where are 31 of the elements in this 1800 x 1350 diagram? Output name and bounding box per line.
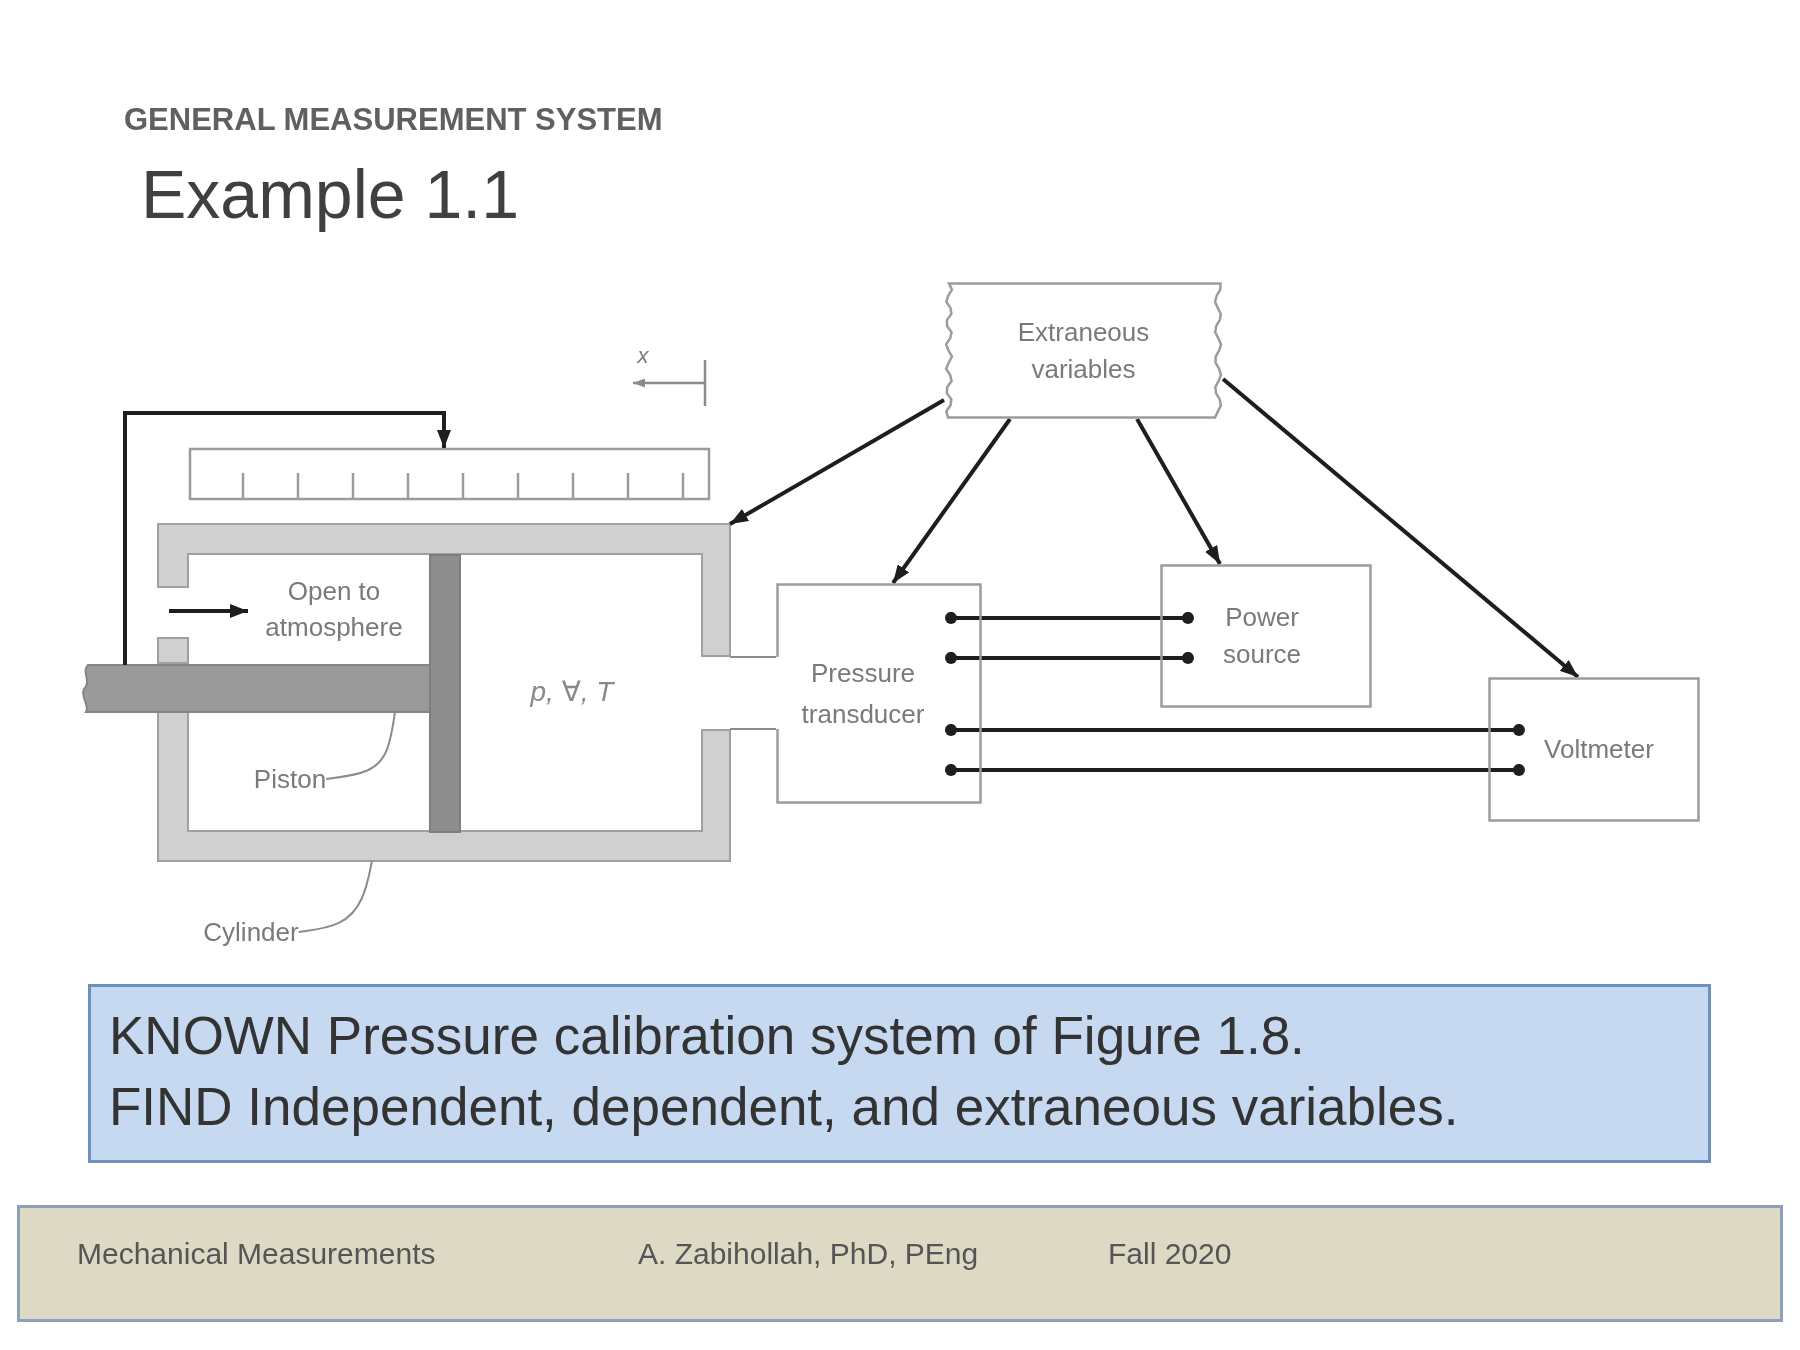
- statement-box: [88, 984, 1711, 1163]
- statement-text: FIND Independent, dependent, and extraneous variables.: [109, 1076, 1459, 1138]
- block-label: Power source: [1221, 601, 1302, 671]
- block-label: Voltmeter: [1544, 733, 1654, 766]
- part-label: Piston: [253, 766, 327, 792]
- section-header: GENERAL MEASUREMENT SYSTEM: [124, 104, 663, 135]
- leader-line: [297, 860, 373, 933]
- footer-band: [17, 1205, 1783, 1322]
- variable-label: x: [637, 345, 649, 367]
- arrow: [1221, 377, 1580, 679]
- block-label: Extraneous variables: [1016, 315, 1151, 386]
- tube: [729, 656, 777, 730]
- part-label: Cylinder: [203, 919, 299, 945]
- piston: [80, 553, 462, 833]
- block-label: Pressure transducer: [800, 656, 926, 731]
- footer-text: A. Zabihollah, PhD, PEng: [638, 1239, 979, 1269]
- statement-text: KNOWN Pressure calibration system of Figure 1.8.: [109, 1005, 1305, 1067]
- arrow: [1135, 418, 1222, 565]
- cylinder: [158, 524, 730, 861]
- wire: [945, 723, 1525, 736]
- arrow: [891, 417, 1012, 585]
- state-label: p, ∀, T: [530, 678, 614, 706]
- wire: [945, 763, 1525, 776]
- wire: [945, 651, 1194, 664]
- pointer-arrow: [123, 411, 451, 665]
- scale: [189, 448, 710, 500]
- arrow: [729, 398, 945, 526]
- wire: [945, 611, 1194, 624]
- note-label: Open to atmosphere: [264, 575, 404, 644]
- footer-text: Fall 2020: [1108, 1239, 1232, 1269]
- footer-text: Mechanical Measurements: [77, 1239, 436, 1269]
